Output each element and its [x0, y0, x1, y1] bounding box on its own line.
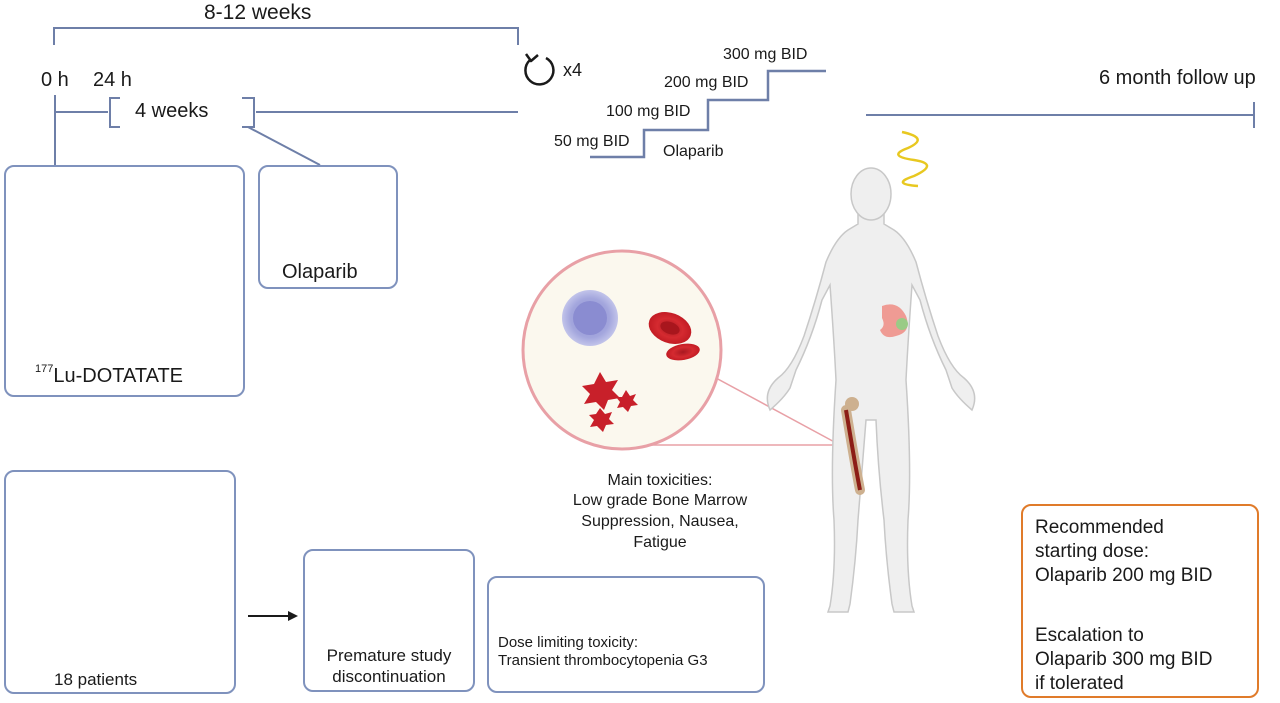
- patients-box: [4, 470, 236, 694]
- oral-olaparib-box: [258, 165, 398, 289]
- interval-label: 4 weeks: [135, 100, 209, 122]
- dlt-heading: Dose limiting toxicity:: [498, 634, 639, 651]
- repeat-cycle-icon: [524, 53, 555, 86]
- dose-step-300: 300 mg BID: [723, 46, 808, 63]
- followup-label: 6 month follow up: [1099, 67, 1256, 89]
- discontinuation-box: [303, 549, 475, 692]
- time-0h-label: 0 h: [41, 69, 69, 91]
- span-bracket: [53, 27, 519, 45]
- escalation-drug-label: Olaparib: [663, 143, 724, 160]
- dose-step-200: 200 mg BID: [664, 74, 749, 91]
- toxicities-line: Fatigue: [633, 534, 687, 551]
- dlt-detail: Transient thrombocytopenia G3: [498, 652, 708, 669]
- escalation-line: Escalation to: [1035, 625, 1144, 646]
- blood-cell-magnifier: [521, 249, 841, 451]
- infusion-box: [4, 165, 245, 397]
- toxicities-line: Suppression, Nausea,: [581, 513, 739, 530]
- time-24h-label: 24 h: [93, 69, 132, 91]
- infusion-agent-label: 177Lu-DOTATATE: [35, 363, 183, 387]
- dlt-box: [487, 576, 765, 693]
- toxicities-line: Low grade Bone Marrow: [572, 492, 748, 509]
- escalation-line: Olaparib 300 mg BID: [1035, 649, 1213, 670]
- dose-escalation-steps: [590, 69, 826, 159]
- oral-drug-label: Olaparib: [282, 261, 358, 283]
- dose-step-50: 50 mg BID: [554, 133, 630, 150]
- recommendation-box: [1021, 504, 1259, 698]
- recommendation-line: Recommended: [1035, 517, 1164, 538]
- repeat-label: x4: [563, 60, 583, 80]
- patient-body-illustration: [766, 130, 976, 613]
- span-label: 8-12 weeks: [204, 1, 312, 24]
- patients-count-label: 18 patients: [54, 670, 138, 689]
- main-timeline: [54, 95, 1255, 166]
- recommendation-line: starting dose:: [1035, 541, 1150, 562]
- recommendation-line: Olaparib 200 mg BID: [1035, 565, 1213, 586]
- discontinuation-line: Premature study: [326, 646, 452, 665]
- discontinuation-line: discontinuation: [332, 667, 446, 686]
- escalation-line: if tolerated: [1035, 673, 1124, 694]
- bone-icon: [841, 397, 865, 495]
- platelet-icon: [582, 372, 638, 432]
- red-blood-cell-icon: [666, 343, 700, 361]
- dose-step-100: 100 mg BID: [606, 103, 691, 120]
- toxicities-heading: Main toxicities:: [607, 472, 713, 489]
- arrow-icon: [248, 611, 298, 621]
